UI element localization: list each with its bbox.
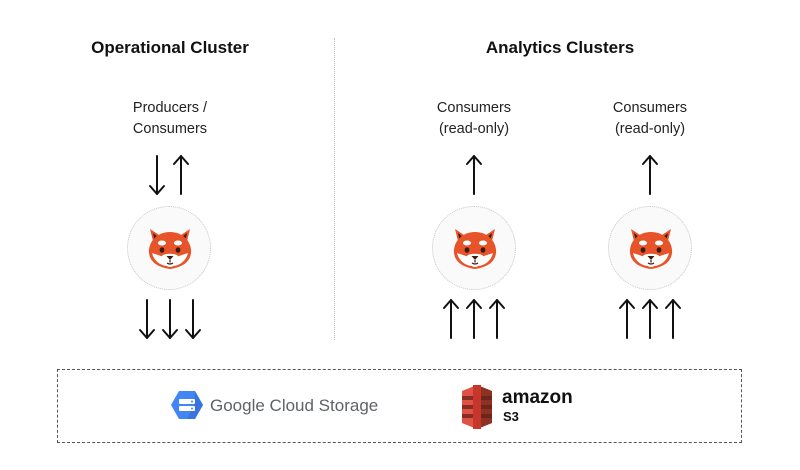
consumer-up-arrow <box>466 155 482 195</box>
up-arrow-icon <box>466 299 482 339</box>
analytics-cluster-2-node <box>608 206 692 290</box>
operational-cluster-title: Operational Cluster <box>91 38 249 57</box>
label-line-2: (read-only) <box>614 121 686 137</box>
analytics-cluster-1-node <box>432 206 516 290</box>
s3-label: S3 <box>503 409 519 424</box>
up-arrow-icon <box>665 299 681 339</box>
down-arrow-icon <box>139 299 155 339</box>
down-arrow-icon <box>185 299 201 339</box>
label-line-2: (read-only) <box>438 121 510 137</box>
amazon-s3-icon <box>462 385 492 429</box>
up-arrow-icon <box>619 299 635 339</box>
tiered-storage-down-arrows <box>139 299 201 339</box>
label-line-1: Consumers <box>436 100 512 116</box>
label-line-2: Consumers <box>132 121 208 137</box>
label-line-1: Consumers <box>612 100 688 116</box>
label-line-1: Producers / <box>132 100 208 116</box>
analytics-clusters-title: Analytics Clusters <box>485 38 635 57</box>
tiered-storage-up-arrows <box>443 299 505 339</box>
google-cloud-storage-label: Google Cloud Storage <box>210 396 379 415</box>
up-arrow-icon <box>466 155 482 195</box>
operational-cluster-node <box>127 206 211 290</box>
amazon-label: amazon <box>502 387 573 408</box>
red-panda-icon <box>449 223 501 275</box>
analytics-cluster-1-label: Consumers (read-only) <box>414 98 534 140</box>
down-arrow-icon <box>149 155 165 195</box>
down-arrow-icon <box>162 299 178 339</box>
google-cloud-storage-icon <box>171 391 203 419</box>
operational-cluster-label: Producers / Consumers <box>110 98 230 140</box>
up-arrow-icon <box>443 299 459 339</box>
up-arrow-icon <box>489 299 505 339</box>
object-storage-box <box>57 369 742 443</box>
cluster-divider <box>334 38 335 340</box>
up-arrow-icon <box>173 155 189 195</box>
red-panda-icon <box>144 223 196 275</box>
up-arrow-icon <box>642 299 658 339</box>
producer-consumer-arrows <box>149 155 189 195</box>
analytics-cluster-2-label: Consumers (read-only) <box>590 98 710 140</box>
tiered-storage-up-arrows <box>619 299 681 339</box>
consumer-up-arrow <box>642 155 658 195</box>
red-panda-icon <box>625 223 677 275</box>
up-arrow-icon <box>642 155 658 195</box>
